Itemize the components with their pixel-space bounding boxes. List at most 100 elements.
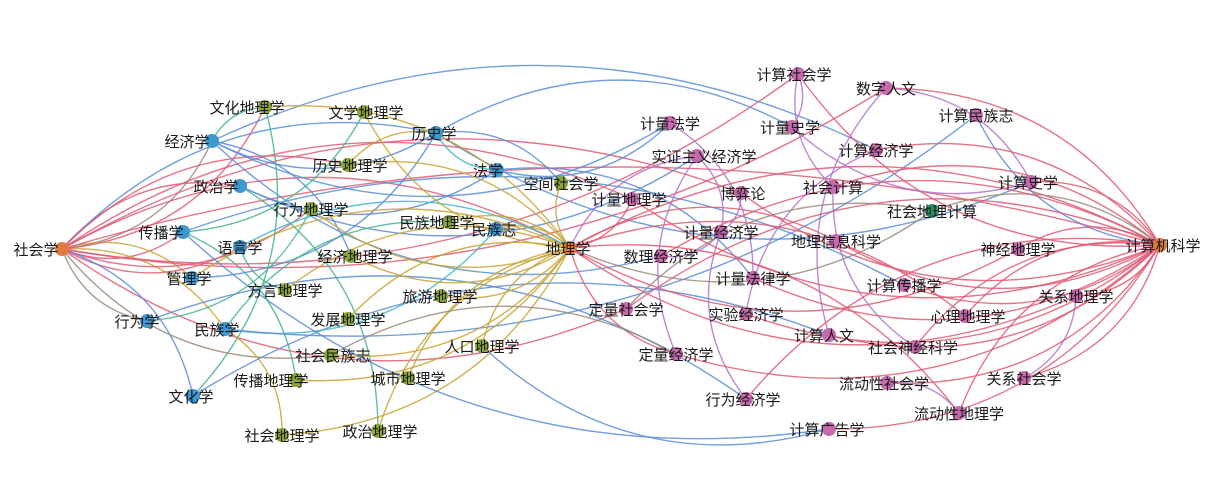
node-label: 博弈论 [720, 185, 765, 203]
node-minzudili[interactable]: 民族地理学 [399, 214, 474, 232]
node-label: 数理经济学 [623, 248, 698, 266]
node-jiliangshixue[interactable]: 计量史学 [760, 119, 820, 137]
node-label: 关系地理学 [1038, 288, 1113, 306]
node-guanlixue[interactable]: 管理学 [166, 270, 211, 288]
node-dot [869, 143, 883, 157]
edge-shehuixue-wenhuadili [61, 106, 266, 250]
node-dot [1011, 242, 1025, 256]
node-zhengzhidili[interactable]: 政治地理学 [342, 423, 417, 441]
node-jiliangjingji[interactable]: 计量经济学 [683, 224, 758, 242]
node-dot [442, 215, 456, 229]
node-shehuijisuan[interactable]: 社会计算 [803, 179, 863, 197]
node-dingliangshehui[interactable]: 定量社会学 [588, 301, 663, 319]
node-dot [1069, 289, 1083, 303]
edge-shehuiminzuzhi-dilixue [330, 247, 571, 358]
node-fazhandili[interactable]: 发展地理学 [310, 311, 385, 329]
node-label: 语言学 [217, 239, 262, 257]
node-xingweixue[interactable]: 行为学 [114, 313, 159, 331]
node-jisuanminzuzhi[interactable]: 计算民族志 [938, 107, 1013, 125]
node-faxue[interactable]: 法学 [473, 162, 504, 180]
edge-shehuidili-dilixue [281, 247, 571, 436]
node-jisuanguanggao[interactable]: 计算广告学 [789, 421, 864, 439]
edge-minzuxue-minzudili [224, 220, 450, 330]
node-wenhuadili[interactable]: 文化地理学 [209, 99, 284, 117]
node-guanxishehui[interactable]: 关系社会学 [986, 370, 1061, 388]
node-jisuanrenwen[interactable]: 计算人文 [794, 327, 854, 345]
node-minzuzhi[interactable]: 民族志 [471, 221, 516, 239]
edge-dilixue-guanxidili [569, 247, 1077, 346]
node-label: 文化地理学 [209, 99, 284, 117]
node-dot [278, 283, 292, 297]
node-jisuanjikexue[interactable]: 计算机科学 [1125, 237, 1200, 255]
node-shehuixue[interactable]: 社会学 [13, 241, 69, 259]
edge-renkoudili-dilixue [481, 247, 571, 347]
node-dot [357, 105, 371, 119]
node-fangyandili[interactable]: 方言地理学 [247, 282, 322, 300]
node-shenjingdili[interactable]: 神经地理学 [980, 241, 1055, 259]
node-shehuidili[interactable]: 社会地理学 [244, 427, 319, 445]
node-jisuanshixue[interactable]: 计算史学 [998, 174, 1058, 192]
node-dot [258, 100, 272, 114]
node-dot [625, 192, 639, 206]
edge-jingjixue-shulijingji [211, 140, 662, 276]
node-liudongdili[interactable]: 流动性地理学 [914, 405, 1004, 423]
node-lvyoudili[interactable]: 旅游地理学 [402, 288, 477, 306]
node-dot [822, 328, 836, 342]
node-kongjianshehui[interactable]: 空间社会学 [523, 175, 598, 193]
node-chengshidili[interactable]: 城市地理学 [370, 370, 445, 388]
node-shehuiminzuzhi[interactable]: 社会民族志 [295, 347, 370, 365]
node-wenhuaxue[interactable]: 文化学 [168, 388, 213, 406]
node-lishixue[interactable]: 历史学 [411, 125, 456, 143]
edge-shehuixue-xingweixue [61, 248, 148, 322]
node-jingjixue[interactable]: 经济学 [164, 133, 219, 151]
node-dot [925, 204, 939, 218]
node-jisuanchuanbo[interactable]: 计算传播学 [866, 277, 941, 295]
node-label: 社会学 [13, 241, 58, 259]
node-dot [714, 225, 728, 239]
node-lishidili[interactable]: 历史地理学 [312, 157, 387, 175]
edge-shuzirenwen-jisuanjikexue [885, 87, 1161, 246]
node-zhengzhixue[interactable]: 政治学 [193, 178, 247, 196]
node-wenxuedili[interactable]: 文学地理学 [328, 104, 403, 122]
node-jingjidili[interactable]: 经济地理学 [317, 248, 392, 266]
node-shuzirenwen[interactable]: 数字人文 [856, 80, 916, 98]
node-dilixue[interactable]: 地理学 [545, 240, 590, 258]
node-dot [880, 376, 894, 390]
node-jiliangfaxue[interactable]: 计量法学 [640, 115, 700, 133]
node-label: 空间社会学 [523, 175, 598, 193]
node-shulijingji[interactable]: 数理经济学 [623, 248, 698, 266]
node-dot [429, 126, 443, 140]
node-dot [344, 249, 358, 263]
node-jisuanjingji[interactable]: 计算经济学 [838, 142, 913, 160]
node-liudongshehui[interactable]: 流动性社会学 [839, 375, 929, 393]
node-dilixinxi[interactable]: 地理信息科学 [791, 233, 881, 251]
edge-dilixinxi-jisuanjikexue [835, 240, 1161, 290]
node-label: 民族志 [471, 221, 516, 239]
edge-guanxishehui-jisuanjikexue [1023, 244, 1161, 379]
node-boyilun[interactable]: 博弈论 [720, 185, 765, 203]
node-label: 数字人文 [856, 80, 916, 98]
node-chuanbodili[interactable]: 传播地理学 [233, 372, 308, 390]
edge-jingjixue-jisuanjingji [211, 64, 877, 151]
node-xingweidili[interactable]: 行为地理学 [273, 201, 348, 219]
node-guanxidili[interactable]: 关系地理学 [1038, 288, 1113, 306]
node-shehuishenjing[interactable]: 社会神经科学 [868, 339, 958, 357]
node-minzuxue[interactable]: 民族学 [194, 321, 239, 339]
node-jiliangfalv[interactable]: 计量法律学 [715, 270, 790, 288]
node-dingliangjingji[interactable]: 定量经济学 [638, 346, 713, 364]
node-shehuidilijisuan[interactable]: 社会地理计算 [887, 203, 977, 221]
node-yuyanxue[interactable]: 语言学 [217, 239, 262, 257]
node-shiyanjingji[interactable]: 实验经济学 [708, 306, 783, 324]
node-chuanboxue[interactable]: 传播学 [138, 224, 190, 242]
node-xingweijingji[interactable]: 行为经济学 [705, 391, 780, 409]
node-xinlidili[interactable]: 心理地理学 [930, 308, 1005, 326]
edge-faxue-jiliangfaxue [496, 122, 671, 178]
node-jisuanshehui[interactable]: 计算社会学 [756, 66, 831, 84]
node-shizheng[interactable]: 实证主义经济学 [651, 148, 756, 166]
node-renkoudili[interactable]: 人口地理学 [444, 338, 519, 356]
node-label: 社会民族志 [295, 347, 370, 365]
edge-zhengzhidili-dilixue [377, 247, 571, 432]
node-jiliangdili[interactable]: 计量地理学 [591, 191, 666, 209]
node-dot [739, 307, 753, 321]
